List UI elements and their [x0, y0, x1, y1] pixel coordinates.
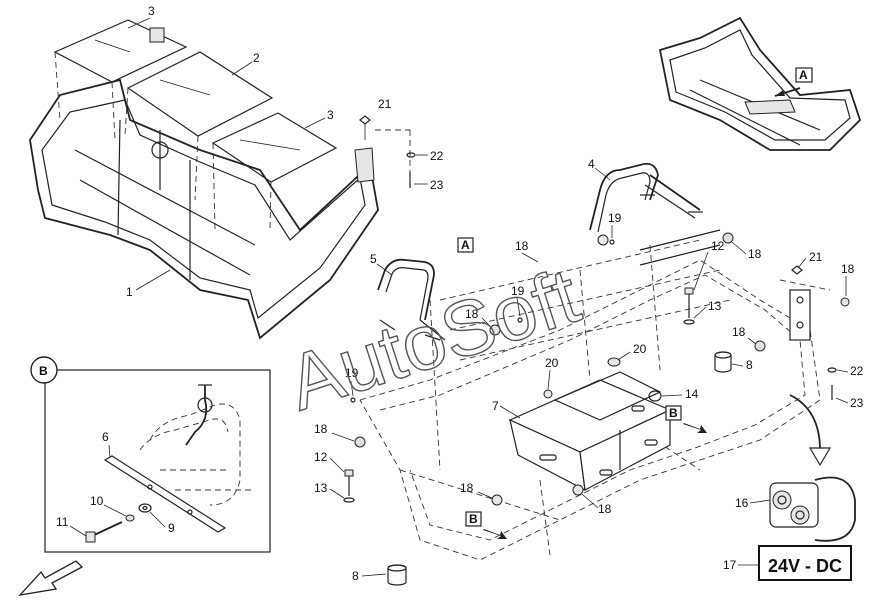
view-markers-main: A B B: [457, 237, 707, 539]
callout-8: 8: [746, 358, 753, 372]
callout-6: 6: [102, 430, 109, 444]
handle-4: [589, 162, 703, 233]
callout-18: 18: [732, 325, 746, 339]
svg-text:A: A: [461, 238, 470, 252]
svg-text:A: A: [799, 68, 808, 82]
callout-9: 9: [168, 521, 175, 535]
callout-5: 5: [370, 252, 377, 266]
view-marker-a-inset: [795, 67, 813, 83]
view-marker-b: [465, 511, 482, 527]
callout-13: 13: [708, 299, 722, 313]
callout-18: 18: [314, 422, 328, 436]
callout-18: 18: [465, 307, 479, 321]
battery-box-7: [508, 371, 672, 492]
hardware-parts: [343, 232, 850, 586]
direction-arrow: [18, 560, 84, 596]
callout-11: 11: [56, 515, 69, 529]
callout-7: 7: [492, 399, 499, 413]
callout-12: 12: [314, 450, 328, 464]
svg-text:B: B: [469, 512, 478, 526]
callout-4: 4: [588, 157, 595, 171]
callout-18: 18: [841, 262, 855, 276]
callout-18: 18: [598, 502, 612, 516]
voltage-label: 24V - DC: [768, 556, 842, 576]
callout-3: 3: [327, 108, 334, 122]
callout-20: 20: [545, 356, 559, 370]
callout-18: 18: [748, 247, 762, 261]
overview-inset: A: [658, 16, 862, 151]
svg-text:B: B: [39, 364, 48, 378]
detail-b-panel: B 6 10 9 11: [30, 356, 271, 553]
callout-10: 10: [90, 494, 104, 508]
callout-23: 23: [430, 178, 444, 192]
connector-detail: 16 24V - DC 17: [723, 476, 856, 581]
callout-17: 17: [723, 558, 737, 572]
voltage-label-plate: [758, 545, 852, 581]
callout-19: 19: [345, 366, 359, 380]
callout-21: 21: [378, 97, 392, 111]
callout-3: 3: [148, 4, 155, 18]
callout-19: 19: [511, 284, 525, 298]
view-marker-b: [665, 405, 682, 421]
callout-14: 14: [685, 387, 699, 401]
callout-22: 22: [430, 149, 444, 163]
callouts-top-left: 3 2 3 1 21 22 23: [126, 4, 444, 299]
callout-23: 23: [850, 396, 864, 410]
callout-19: 19: [608, 211, 622, 225]
detail-b-marker: [30, 356, 58, 384]
callout-1: 1: [126, 285, 133, 299]
callout-22: 22: [850, 364, 864, 378]
callout-18: 18: [515, 239, 529, 253]
handle-5: [377, 258, 446, 341]
callouts-main: 4 5 18 19 18 12 21 18 19 18 13 18 20 20 …: [314, 157, 864, 583]
callout-12: 12: [711, 239, 725, 253]
svg-text:B: B: [669, 406, 678, 420]
callout-18: 18: [460, 481, 474, 495]
frame-assembly-top-left: [29, 19, 411, 340]
callout-16: 16: [735, 496, 749, 510]
callout-8: 8: [352, 569, 359, 583]
callout-13: 13: [314, 481, 328, 495]
view-marker-a: [457, 237, 474, 253]
main-frame-assembly: [359, 229, 831, 561]
callout-21: 21: [809, 250, 823, 264]
callout-20: 20: [633, 342, 647, 356]
callout-2: 2: [253, 51, 260, 65]
